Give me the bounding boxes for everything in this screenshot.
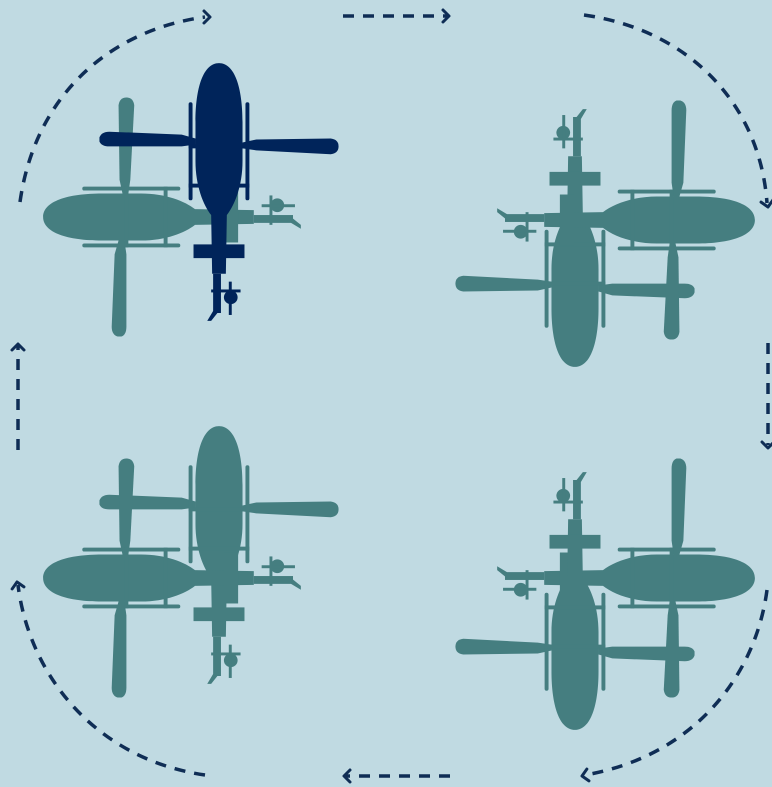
helicopter-icon-highlighted: [99, 63, 339, 321]
dashed-arrow-icon: [583, 13, 769, 204]
helicopter-pair-bottom-right: [455, 458, 755, 730]
helicopter-pair-top-left: [43, 63, 339, 337]
helicopter-icon: [497, 458, 755, 698]
helicopter-icon: [43, 97, 301, 337]
dashed-arrow-icon: [18, 15, 206, 203]
helicopter-icon: [497, 100, 755, 340]
helicopter-pair-top-right: [455, 100, 755, 367]
arrowhead-icon: [579, 767, 591, 784]
arrowhead-icon: [760, 440, 772, 450]
helicopter-group: [43, 63, 755, 730]
dashed-arrow-icon: [16, 584, 206, 777]
cycle-arrows: [16, 13, 770, 778]
helicopter-pair-bottom-left: [43, 426, 339, 698]
helicopter-icon: [43, 458, 301, 698]
